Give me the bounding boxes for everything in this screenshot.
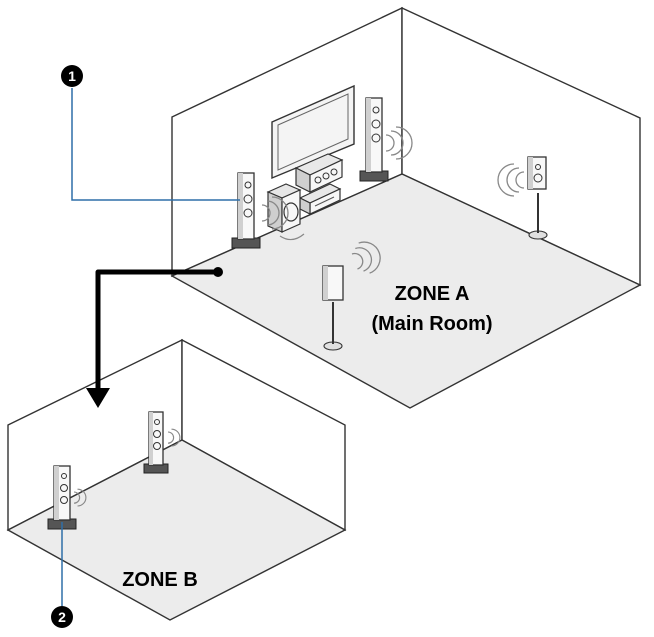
front-right-tower-speaker-zone-a (359, 97, 389, 182)
sound-wave-icon (497, 163, 525, 197)
callout-2: 2 (51, 522, 73, 628)
callout-1: 1 (61, 65, 240, 201)
zone-a-floor (170, 173, 642, 409)
surround-speaker-icon (322, 265, 344, 351)
tv-icon (271, 84, 355, 180)
callout-2-badge (51, 606, 73, 628)
surround-speaker-icon (527, 156, 548, 240)
callout-1-number: 1 (68, 68, 76, 84)
zone-a-subtitle: (Main Room) (371, 313, 492, 335)
sound-wave-icon (351, 241, 381, 274)
sound-wave-icon (73, 488, 87, 507)
subwoofer-icon (266, 183, 305, 241)
front-left-tower-speaker-zone-a (231, 172, 261, 249)
sound-wave-icon (167, 428, 181, 447)
arrow-icon (86, 267, 223, 408)
tower-speaker-icon (143, 411, 169, 474)
center-speaker-icon (294, 153, 344, 193)
zone-b-room (6, 338, 347, 621)
callout-1-badge (61, 65, 83, 87)
zone-a-title: ZONE A (395, 283, 470, 305)
zone-b-title: ZONE B (122, 569, 198, 591)
zone-b-floor (6, 439, 347, 621)
callout-2-number: 2 (58, 609, 66, 625)
